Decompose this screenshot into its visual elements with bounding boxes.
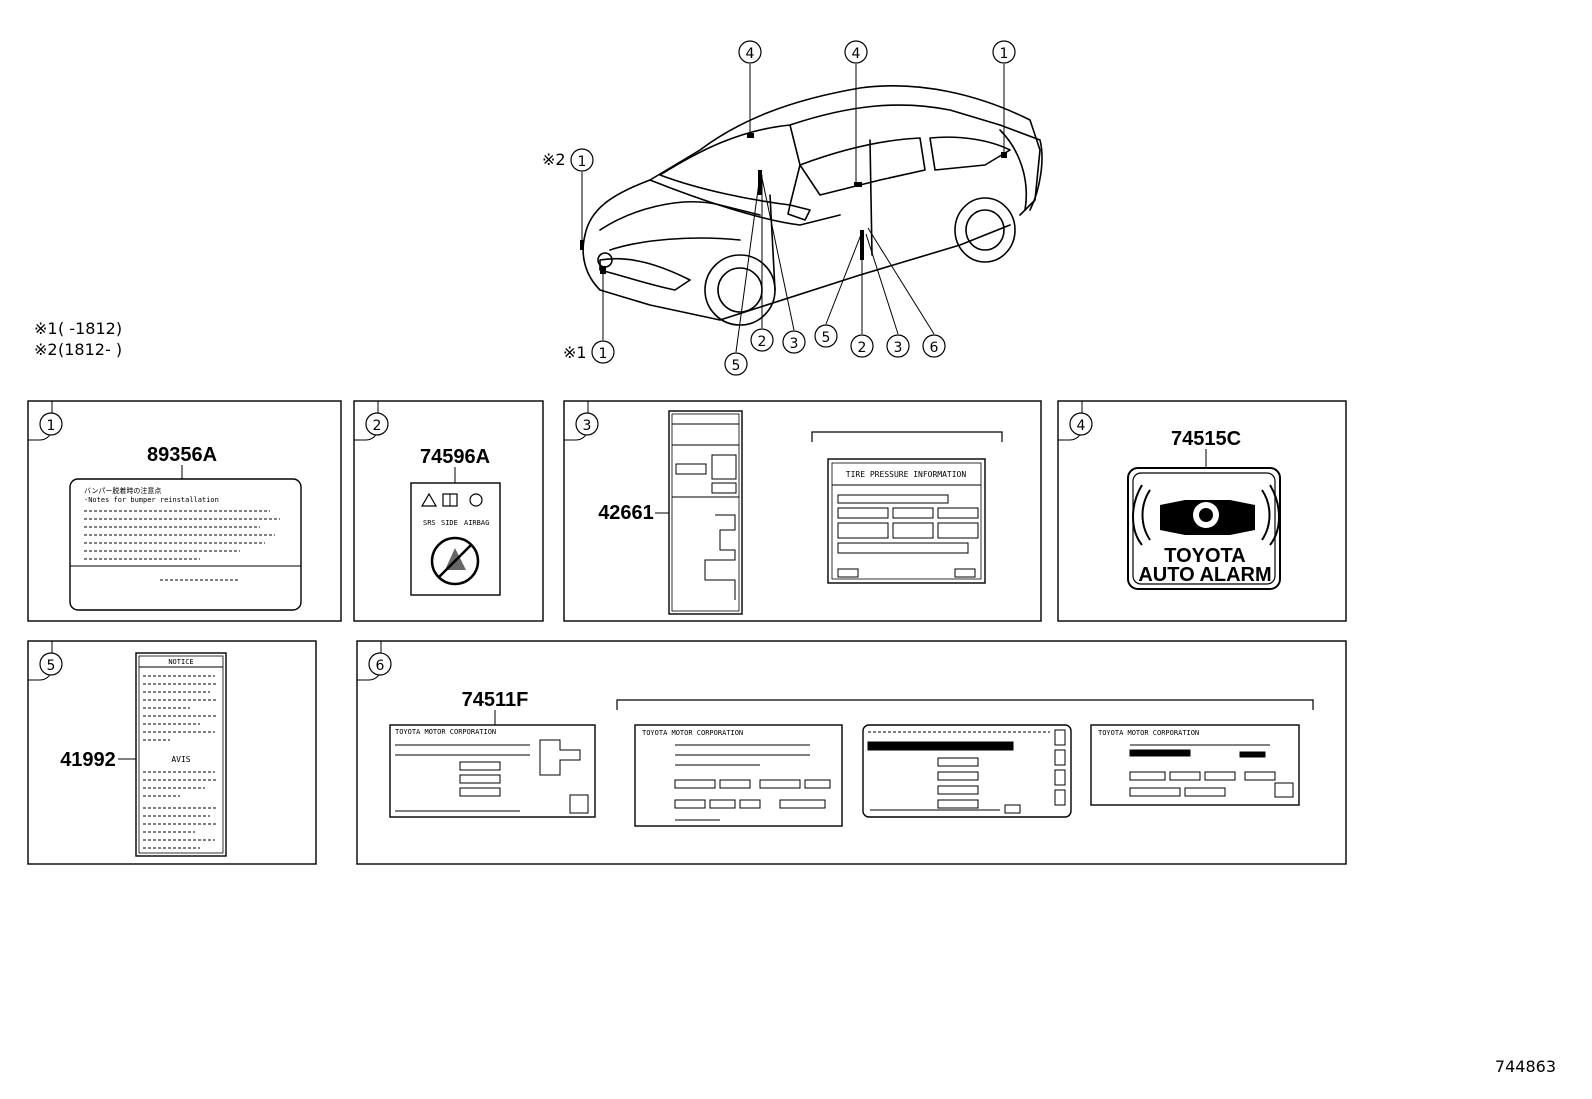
panel-index: 2: [373, 418, 382, 434]
callout-mark: ※2: [542, 150, 566, 169]
panel-6: 6 74511F TOYOTA MOTOR CORPORATION TOYOTA…: [356, 640, 1347, 865]
part-number: 89356A: [147, 444, 217, 466]
callout-mark: ※1: [563, 343, 587, 362]
no-child-seat-icon: [430, 536, 480, 586]
panel-index: 6: [376, 658, 385, 674]
warning-icon: [420, 492, 438, 507]
callout-2-b: 2: [850, 334, 874, 358]
label-line: AUTO ALARM: [1138, 564, 1271, 586]
callout-label: 3: [894, 340, 903, 356]
callout-3-b: 3: [886, 334, 910, 358]
callout-1-a: 1: [992, 40, 1016, 64]
callout-4-a: 4: [738, 40, 762, 64]
callout-5-a: 5: [724, 352, 748, 376]
callout-1-b: ※2 1: [542, 148, 594, 172]
callout-label: 2: [858, 340, 867, 356]
part-number: 74596A: [420, 446, 490, 468]
label-74515C: [1127, 467, 1281, 590]
label-line: AVIS: [171, 755, 190, 764]
panel-5: 5 41992 NOTICE AVIS: [27, 640, 317, 865]
panel-2: 2 74596A SRS SIDE AIRBAG: [353, 400, 544, 622]
note2-mark: ※2: [34, 340, 58, 359]
note2-range: (1812- ): [58, 340, 122, 359]
part-number: 41992: [60, 749, 116, 771]
diagram-id: 744863: [1495, 1057, 1556, 1076]
label-line: AIRBAG: [464, 519, 489, 527]
callout-3-a: 3: [782, 330, 806, 354]
label-line: TOYOTA: [1164, 545, 1245, 567]
label-line: -Notes for bumper reinstallation: [84, 496, 219, 504]
callout-label: 6: [930, 340, 939, 356]
callout-label: 1: [578, 154, 587, 170]
part-number: 74511F: [462, 689, 529, 711]
callout-6: 6: [922, 334, 946, 358]
callout-label: 4: [746, 46, 755, 62]
label-74511F-b: [634, 724, 843, 827]
sticker-marks: [580, 133, 1007, 274]
label-42661-a: [668, 410, 743, 615]
label-line: TOYOTA MOTOR CORPORATION: [1098, 729, 1199, 737]
note1-range: ( -1812): [58, 319, 122, 338]
label-74596A: [410, 482, 501, 596]
callout-1-c: ※1 1: [563, 340, 615, 364]
callout-label: 2: [758, 334, 767, 350]
part-number: 74515C: [1171, 428, 1241, 450]
label-42661-b: [827, 458, 986, 584]
callout-group: 4 4 1 ※2 1 ※1 1 5 2 3: [542, 40, 1016, 376]
label-74511F-d: [1090, 724, 1300, 806]
label-line: TIRE PRESSURE INFORMATION: [846, 470, 967, 479]
label-line: SRS: [423, 519, 436, 527]
callout-4-b: 4: [844, 40, 868, 64]
label-line: SIDE: [441, 519, 458, 527]
label-89356A: [69, 478, 302, 611]
panel-index: 5: [47, 658, 56, 674]
label-74511F-c: [862, 724, 1072, 818]
label-line: TOYOTA MOTOR CORPORATION: [395, 728, 496, 736]
car-illustration: [582, 85, 1043, 326]
callout-2-a: 2: [750, 328, 774, 352]
panel-1: 1 89356A バンパー脱着時の注意点 -Notes for bumper r…: [27, 400, 342, 622]
alarm-icon: [1132, 484, 1280, 546]
callout-label: 5: [822, 330, 831, 346]
panel-3: 3 42661 TIRE PRESSURE INFORMATION: [563, 400, 1042, 622]
label-line: NOTICE: [168, 658, 193, 666]
callout-5-b: 5: [814, 324, 838, 348]
leader-lines: [581, 64, 1005, 353]
callout-label: 1: [599, 346, 608, 362]
callout-label: 1: [1000, 46, 1009, 62]
panel-4: 4 74515C TOYOTA AUTO ALARM: [1057, 400, 1347, 622]
panel-index: 4: [1077, 418, 1086, 434]
panel-index: 1: [47, 418, 56, 434]
label-41992: [135, 652, 227, 857]
callout-label: 5: [732, 358, 741, 374]
model-notes: ※1 ( -1812) ※2 (1812- ): [34, 319, 122, 359]
part-number: 42661: [598, 502, 654, 524]
callout-label: 3: [790, 336, 799, 352]
label-74511F-a: [389, 724, 596, 818]
panel-index: 3: [583, 418, 592, 434]
label-line: バンパー脱着時の注意点: [84, 486, 161, 495]
callout-label: 4: [852, 46, 861, 62]
note1-mark: ※1: [34, 319, 58, 338]
label-line: TOYOTA MOTOR CORPORATION: [642, 729, 743, 737]
circle-icon: [469, 493, 483, 507]
